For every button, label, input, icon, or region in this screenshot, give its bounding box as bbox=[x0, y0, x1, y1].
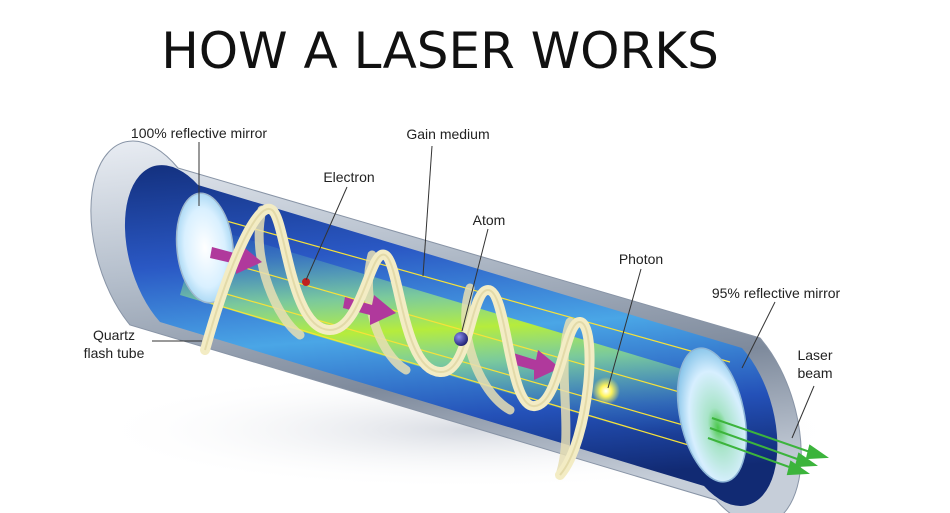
leader-lines bbox=[152, 142, 815, 439]
label-gain-medium: Gain medium bbox=[406, 126, 489, 142]
label-mirror-100: 100% reflective mirror bbox=[131, 125, 267, 141]
label-electron: Electron bbox=[323, 169, 374, 185]
label-laser-beam-2: beam bbox=[797, 365, 832, 381]
laser-beam bbox=[707, 417, 829, 476]
page-title: HOW A LASER WORKS bbox=[161, 22, 719, 80]
label-atom: Atom bbox=[473, 212, 506, 228]
atom-dot bbox=[454, 332, 468, 346]
mirror-95 bbox=[676, 347, 748, 483]
label-mirror-95: 95% reflective mirror bbox=[712, 285, 841, 301]
label-flash-tube-1: Quartz bbox=[93, 327, 135, 343]
label-flash-tube-2: flash tube bbox=[84, 345, 145, 361]
electron-dot bbox=[302, 278, 310, 286]
label-photon: Photon bbox=[619, 251, 663, 267]
label-laser-beam-1: Laser bbox=[797, 347, 832, 363]
photon-dot bbox=[592, 377, 620, 405]
